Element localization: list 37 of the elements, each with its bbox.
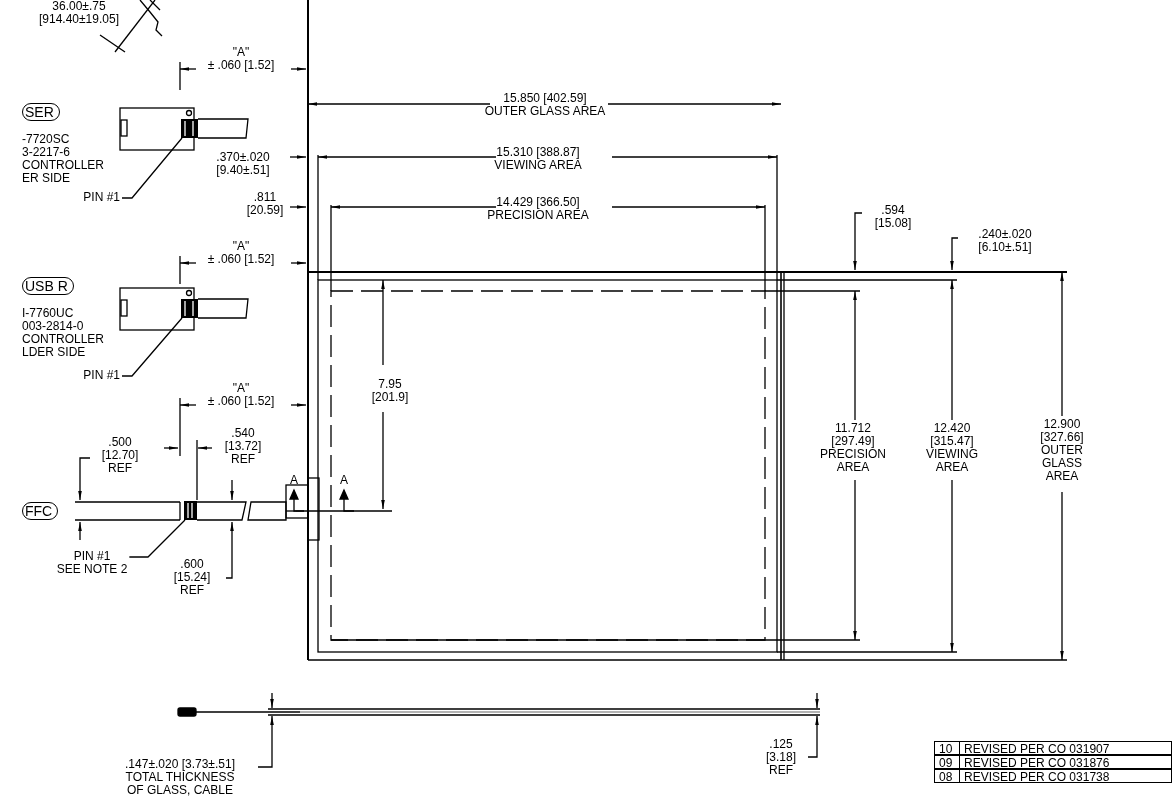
dimension-text: 14.429 [366.50] PRECISION AREA <box>487 196 589 222</box>
dimension-text: .540 [13.72] REF <box>224 427 262 466</box>
dimension-text: .600 [15.24] REF <box>173 558 211 597</box>
connector-pin-block <box>181 299 198 318</box>
dimension-text: "A" ± .060 [1.52] <box>207 382 275 408</box>
dimension-text: .125 [3.18] REF <box>766 738 796 777</box>
table-cell: 08 <box>934 769 960 783</box>
dimension-text: .811 [20.59] <box>246 191 284 217</box>
dimension-text: .594 [15.08] <box>874 204 912 230</box>
pin-label: PIN #1 <box>83 369 120 382</box>
dimension-text: 12.420 [315.47] VIEWING AREA <box>926 422 978 474</box>
table-cell: REVISED PER CO 031738 <box>959 769 1172 783</box>
dimension-text: "A" ± .060 [1.52] <box>207 46 275 72</box>
pin-label: PIN #1 <box>83 191 120 204</box>
dimension-text: .147±.020 [3.73±.51] TOTAL THICKNESS OF GLASS, CABLE <box>125 758 235 797</box>
section-label: A <box>290 474 298 487</box>
dimension-text: 7.95 [201.9] <box>371 378 409 404</box>
table-cell: 09 <box>934 755 960 769</box>
section-label: A <box>340 474 348 487</box>
table-cell: 10 <box>934 741 960 755</box>
connector-pin-block <box>184 501 197 520</box>
connector-pin-block <box>181 119 198 138</box>
part-number-text: -7720SC 3-2217-6 CONTROLLER ER SIDE <box>22 133 104 185</box>
dimension-text: 12.900 [327.66] OUTER GLASS AREA <box>1040 418 1084 483</box>
dimension-text: 36.00±.75 [914.40±19.05] <box>39 0 119 26</box>
pin-label: PIN #1 SEE NOTE 2 <box>56 550 128 576</box>
dimension-text: 15.310 [388.87] VIEWING AREA <box>494 146 582 172</box>
leader-line <box>121 317 183 377</box>
dimension-text: .240±.020 [6.10±.51] <box>978 228 1032 254</box>
part-number-text: I-7760UC 003-2814-0 CONTROLLER LDER SIDE <box>22 307 104 359</box>
table-cell: REVISED PER CO 031876 <box>959 755 1172 769</box>
table-cell: REVISED PER CO 031907 <box>959 741 1172 755</box>
dimension-text: 15.850 [402.59] OUTER GLASS AREA <box>484 92 606 118</box>
leader-line <box>128 519 186 558</box>
dimension-text: .500 [12.70] REF <box>101 436 139 475</box>
leader-line <box>121 137 183 199</box>
dimension-text: 11.712 [297.49] PRECISION AREA <box>820 422 886 474</box>
